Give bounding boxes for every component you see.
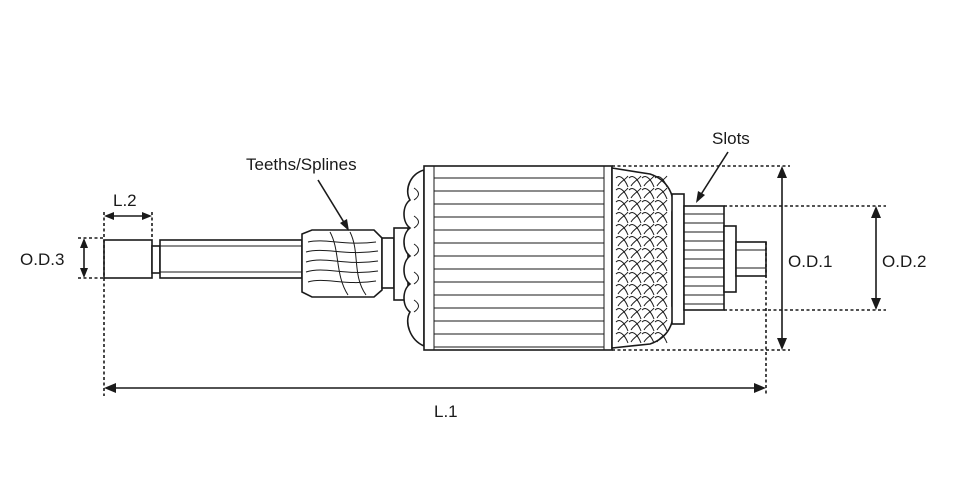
winding-weave bbox=[615, 175, 668, 344]
dimension-od2 bbox=[871, 206, 881, 310]
shaft-end-journal bbox=[103, 239, 153, 279]
end-windings-right bbox=[611, 167, 674, 349]
label-od1: O.D.1 bbox=[788, 252, 832, 271]
shaft bbox=[103, 239, 303, 279]
shaft-collar bbox=[151, 245, 161, 274]
label-l1: L.1 bbox=[434, 402, 458, 421]
leader-slots bbox=[696, 151, 729, 203]
dimension-od3 bbox=[80, 238, 88, 278]
label-od2: O.D.2 bbox=[882, 252, 926, 271]
label-l2: L.2 bbox=[113, 191, 137, 210]
dimension-od1 bbox=[777, 166, 787, 350]
end-windings-left bbox=[403, 168, 425, 348]
label-slots: Slots bbox=[712, 129, 750, 148]
armature-core bbox=[423, 165, 613, 351]
label-od3: O.D.3 bbox=[20, 250, 64, 269]
dimension-l2 bbox=[104, 212, 152, 220]
core-slot-lines bbox=[434, 177, 604, 348]
leader-teeth bbox=[317, 179, 349, 231]
extension-lines bbox=[78, 165, 886, 396]
label-teeth-splines: Teeths/Splines bbox=[246, 155, 357, 174]
commutator bbox=[671, 193, 767, 325]
spline-pinion bbox=[301, 227, 409, 301]
dimension-l1 bbox=[104, 383, 766, 393]
commutator-segments bbox=[684, 213, 724, 305]
